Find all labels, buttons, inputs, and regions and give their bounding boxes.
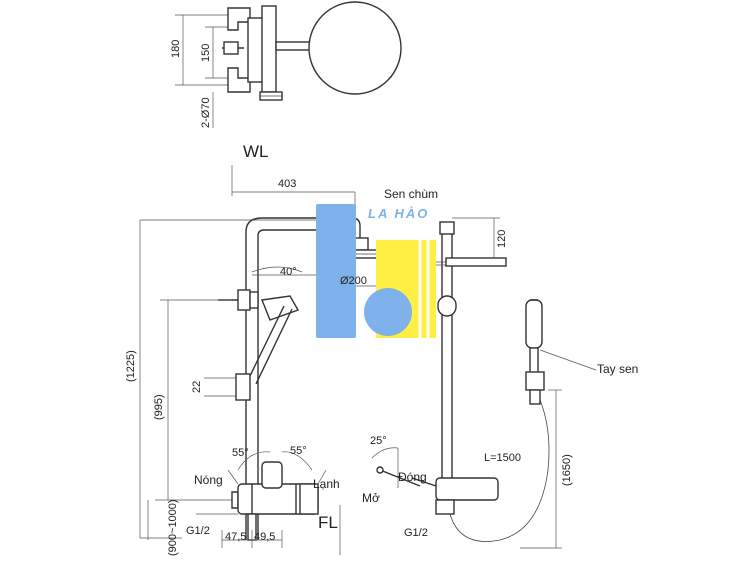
angle-25: 25° — [370, 435, 387, 447]
dim-150: 150 — [200, 44, 212, 62]
dim-22: 22 — [191, 381, 203, 393]
dim-900-1000: (900~1000) — [167, 499, 179, 556]
dim-2-070: 2-Ø70 — [200, 97, 212, 128]
logo-blue-dot — [364, 288, 412, 336]
angle-40: 40° — [280, 266, 297, 278]
la-hao-logo: LA HÀO — [316, 204, 436, 338]
logo-text: LA HÀO — [368, 206, 429, 221]
lanh-label: Lạnh — [313, 477, 340, 491]
dim-180: 180 — [170, 40, 182, 58]
g12-right: G1/2 — [404, 527, 428, 539]
side-view — [371, 217, 597, 549]
g12-left: G1/2 — [186, 525, 210, 537]
angle-55-right: 55° — [290, 445, 307, 457]
dim-995: (995) — [153, 394, 165, 420]
fl-label: FL — [318, 513, 338, 532]
sen-chum-label: Sen chùm — [384, 187, 438, 201]
dim-47-5: 47,5 — [225, 531, 246, 543]
wl-label: WL — [243, 142, 269, 161]
dim-403: 403 — [278, 178, 296, 190]
nong-label: Nóng — [194, 473, 223, 487]
dim-120: 120 — [496, 230, 508, 248]
dong-label: Đóng — [398, 470, 427, 484]
top-plan-view — [175, 1, 402, 128]
dim-200: Ø200 — [340, 275, 367, 287]
length-1500: L=1500 — [484, 452, 521, 464]
mo-label: Mở — [362, 491, 380, 505]
dim-1225: (1225) — [125, 350, 137, 382]
logo-blue-bar — [316, 204, 356, 338]
dim-49-5: 49,5 — [254, 531, 275, 543]
angle-55-left: 55° — [232, 447, 249, 459]
dim-1650: (1650) — [561, 454, 573, 486]
tay-sen-label: Tay sen — [597, 362, 638, 376]
